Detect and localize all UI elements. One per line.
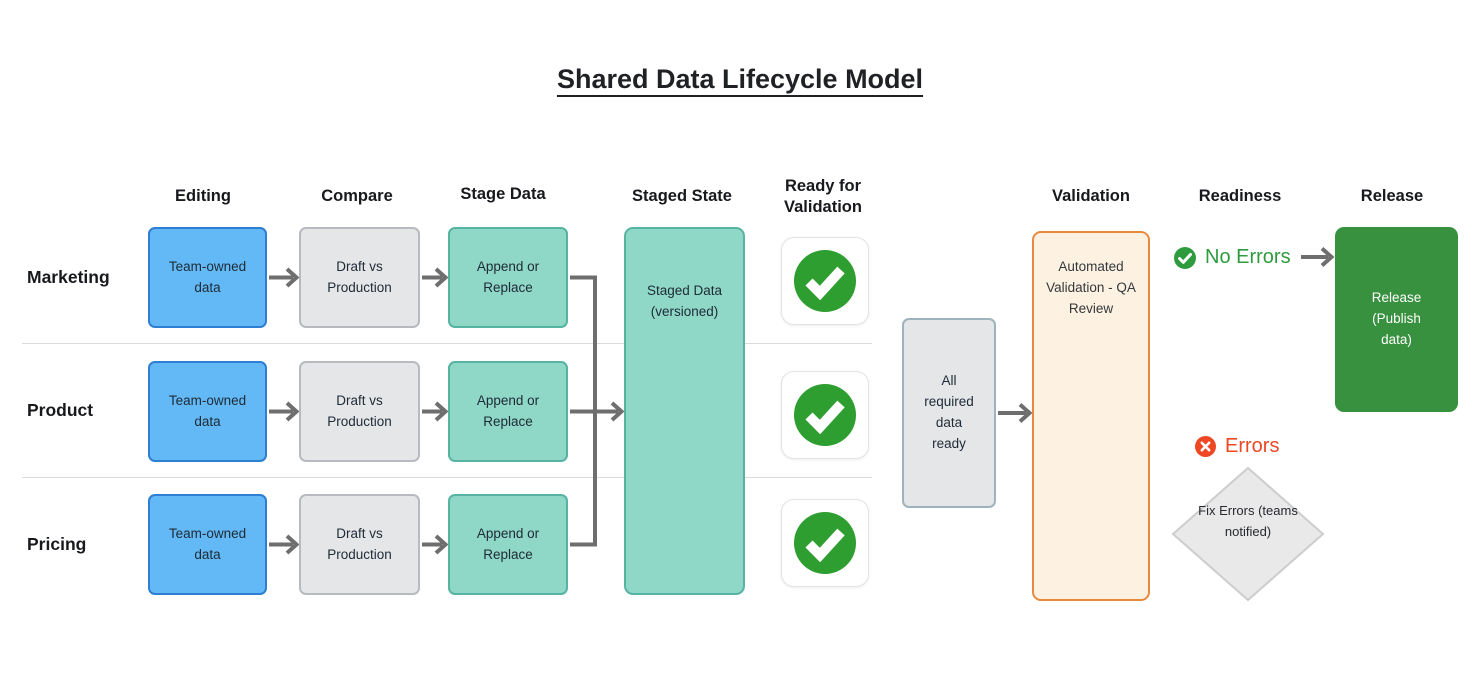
fix-errors-node-label: Fix Errors (teams notified)	[1198, 503, 1298, 539]
node-label: Draft vs Production	[327, 258, 392, 295]
compare-node-pricing: Draft vs Production	[299, 494, 420, 595]
node-label: Team-owned data	[168, 525, 247, 562]
errors-label: Errors	[1225, 435, 1280, 457]
x-circle-icon	[1195, 436, 1216, 457]
stage-node-product: Append or Replace	[448, 361, 568, 462]
node-label: Staged Data (versioned)	[646, 283, 723, 319]
arrow-right-icon	[422, 401, 449, 422]
row-label-product: Product	[27, 400, 94, 420]
no-errors-label: No Errors	[1205, 246, 1291, 268]
column-header-ready-for-validation: Ready for Validation	[784, 177, 862, 217]
node-label: Append or Replace	[476, 525, 540, 562]
page-title: Shared Data Lifecycle Model	[556, 64, 924, 94]
ready-check-card-pricing	[781, 499, 869, 587]
stage-node-marketing: Append or Replace	[448, 227, 568, 328]
node-label: Append or Replace	[476, 258, 540, 295]
node-label: All required data ready	[924, 373, 974, 451]
compare-node-marketing: Draft vs Production	[299, 227, 420, 328]
errors-status: Errors	[1195, 435, 1279, 458]
ready-check-card-marketing	[781, 237, 869, 325]
arrow-right-icon	[422, 534, 449, 555]
merge-connector	[570, 275, 597, 547]
automated-validation-node: Automated Validation - QA Review	[1032, 231, 1150, 601]
check-circle-icon	[794, 512, 856, 574]
node-label: Automated Validation - QA Review	[1046, 259, 1136, 316]
column-header-staged-state: Staged State	[632, 187, 732, 205]
arrow-right-icon	[269, 401, 300, 422]
no-errors-status: No Errors	[1174, 246, 1291, 269]
column-header-editing: Editing	[175, 187, 231, 205]
editing-node-product: Team-owned data	[148, 361, 267, 462]
compare-node-product: Draft vs Production	[299, 361, 420, 462]
editing-node-pricing: Team-owned data	[148, 494, 267, 595]
staged-data-node: Staged Data (versioned)	[624, 227, 745, 595]
check-circle-icon	[794, 250, 856, 312]
release-node: Release (Publish data)	[1335, 227, 1458, 412]
arrow-right-icon	[269, 267, 300, 288]
row-label-pricing: Pricing	[27, 534, 87, 554]
column-header-readiness: Readiness	[1198, 187, 1282, 205]
node-label: Draft vs Production	[327, 392, 392, 429]
arrow-right-icon	[1301, 247, 1335, 267]
column-header-compare: Compare	[321, 187, 393, 205]
all-data-ready-node: All required data ready	[902, 318, 996, 508]
ready-check-card-product	[781, 371, 869, 459]
check-circle-icon	[794, 384, 856, 446]
check-circle-icon	[1174, 246, 1196, 269]
column-header-validation: Validation	[1052, 187, 1130, 205]
node-label: Draft vs Production	[327, 525, 392, 562]
node-label: Team-owned data	[168, 258, 247, 295]
row-divider	[22, 477, 872, 478]
arrow-right-icon	[998, 403, 1033, 423]
stage-node-pricing: Append or Replace	[448, 494, 568, 595]
row-label-marketing: Marketing	[27, 267, 110, 287]
arrow-right-icon	[570, 401, 625, 422]
row-divider	[22, 343, 872, 344]
arrow-right-icon	[422, 267, 449, 288]
arrow-right-icon	[269, 534, 300, 555]
node-label: Append or Replace	[476, 392, 540, 429]
editing-node-marketing: Team-owned data	[148, 227, 267, 328]
column-header-stage-data: Stage Data	[460, 185, 546, 203]
node-label: Release (Publish data)	[1371, 290, 1422, 347]
column-header-release: Release	[1360, 187, 1424, 205]
node-label: Team-owned data	[168, 392, 247, 429]
